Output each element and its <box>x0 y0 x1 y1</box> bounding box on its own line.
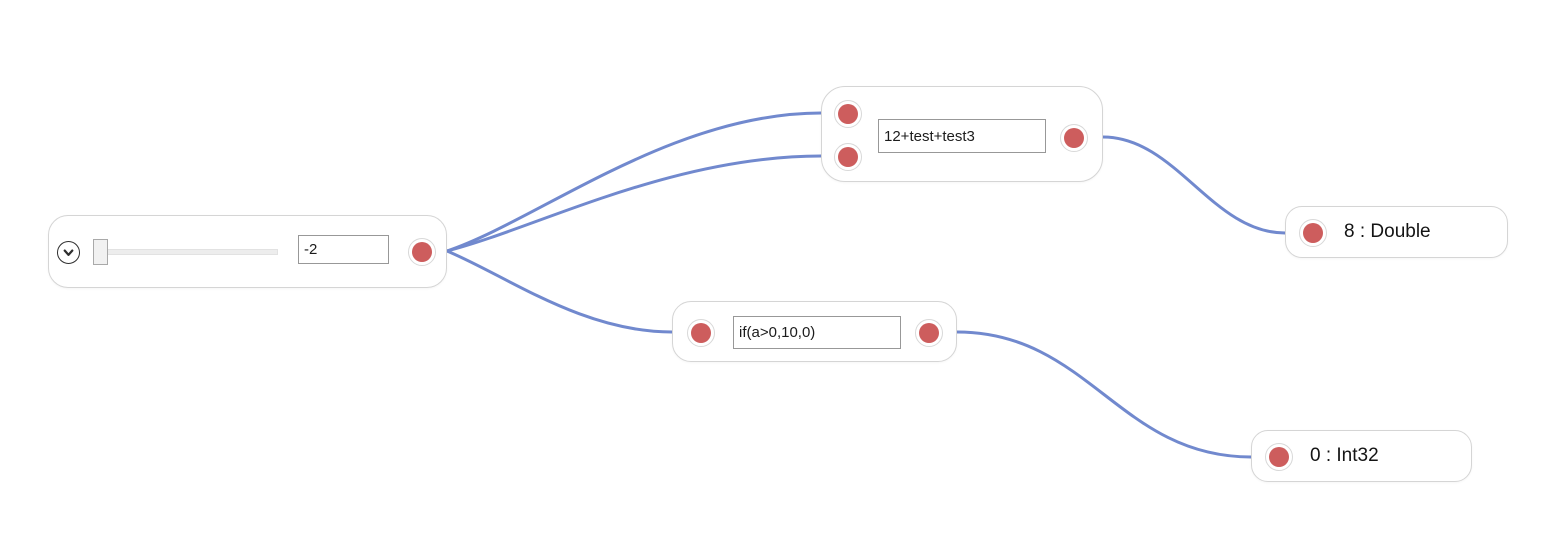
expression-input[interactable] <box>878 119 1046 153</box>
port-dot <box>919 323 939 343</box>
port-dot <box>691 323 711 343</box>
result-double-node[interactable]: 8 : Double <box>1285 206 1508 258</box>
slider-node-output-port[interactable] <box>408 238 436 266</box>
wire-slider-to-expression-input2 <box>445 154 823 253</box>
expression-node-input-port-1[interactable] <box>834 100 862 128</box>
if-expression-node[interactable] <box>672 301 957 362</box>
port-dot <box>838 147 858 167</box>
port-dot <box>1064 128 1084 148</box>
wire-slider-to-if-input <box>445 249 674 334</box>
if-node-input-port[interactable] <box>687 319 715 347</box>
slider-node[interactable] <box>48 215 447 288</box>
expression-node[interactable] <box>821 86 1103 182</box>
port-dot <box>1303 223 1323 243</box>
wire-expression-to-result-double <box>1101 135 1287 235</box>
expression-node-output-port[interactable] <box>1060 124 1088 152</box>
slider-track[interactable] <box>106 249 278 255</box>
wire-if-to-result-int <box>955 330 1253 459</box>
if-node-output-port[interactable] <box>915 319 943 347</box>
expression-node-input-port-2[interactable] <box>834 143 862 171</box>
wire-slider-to-expression-input1 <box>445 111 823 253</box>
result-double-node-input-port[interactable] <box>1299 219 1327 247</box>
port-dot <box>412 242 432 262</box>
slider-value-input[interactable] <box>298 235 389 264</box>
chevron-down-icon <box>61 245 76 260</box>
result-int-node-input-port[interactable] <box>1265 443 1293 471</box>
expand-collapse-button[interactable] <box>57 241 80 264</box>
result-int-node[interactable]: 0 : Int32 <box>1251 430 1472 482</box>
if-expression-input[interactable] <box>733 316 901 349</box>
result-double-label: 8 : Double <box>1344 221 1431 242</box>
port-dot <box>838 104 858 124</box>
result-int-label: 0 : Int32 <box>1310 445 1379 466</box>
slider-thumb[interactable] <box>93 239 108 265</box>
port-dot <box>1269 447 1289 467</box>
